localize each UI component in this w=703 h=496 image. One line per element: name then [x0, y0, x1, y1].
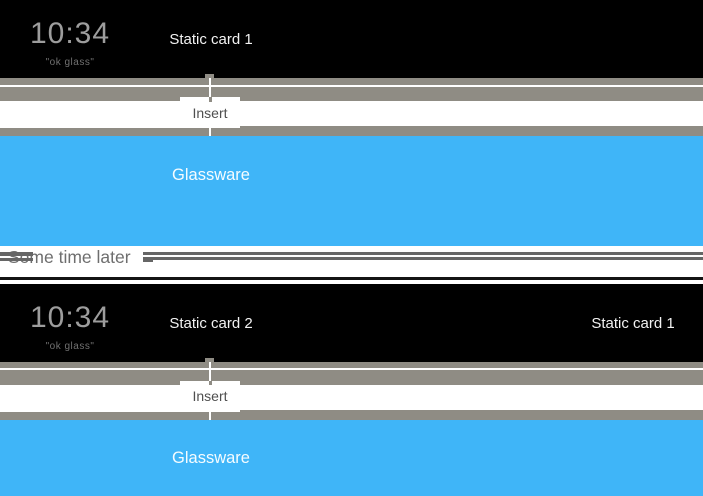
glassware-label: Glassware: [172, 449, 250, 467]
timeline-bar: [0, 86, 703, 101]
card-gap-notch: [208, 86, 211, 97]
card-gap-tick: [208, 380, 212, 385]
card-gap-tick: [205, 74, 214, 78]
separator-line-tick: [143, 259, 153, 262]
card-gap-notch: [208, 361, 211, 368]
separator-right-line: [143, 256, 703, 260]
timeline-bar-right: [211, 126, 703, 136]
separator-left-stub: [0, 252, 33, 256]
insert-label: Insert: [192, 388, 228, 404]
glassware-card: [0, 136, 703, 246]
timeline-bar-left: [0, 411, 209, 420]
insert-label: Insert: [192, 104, 228, 121]
some-time-later-label: Some time later: [8, 246, 131, 267]
timeline-bar: [0, 370, 703, 385]
ok-glass-hint: "ok glass": [45, 57, 95, 68]
separator-left-stub: [0, 257, 33, 261]
clock-time: 10:34: [29, 300, 111, 334]
static-card-2-label: Static card 2: [169, 314, 253, 332]
glassware-card: [0, 419, 703, 496]
timeline-bar-left: [0, 128, 209, 136]
timeline-strip-before: 10:34 "ok glass": [0, 0, 703, 78]
timeline-bar-right: [211, 409, 703, 420]
ok-glass-hint: "ok glass": [45, 340, 95, 352]
clock-time: 10:34: [29, 17, 111, 50]
static-card-1-label: Static card 1: [169, 31, 253, 48]
glassware-label: Glassware: [172, 165, 250, 184]
timeline-bar: [0, 361, 703, 368]
static-card-1-label: Static card 1: [591, 315, 675, 332]
timeline-strip-after: 10:34 "ok glass": [0, 283, 703, 362]
insert-label-box: Insert: [180, 97, 240, 128]
separator-right-line: [143, 252, 703, 255]
card-gap-tick: [205, 357, 214, 362]
card-gap-notch: [208, 78, 211, 85]
clock-card: 10:34 "ok glass": [20, 300, 120, 352]
timeline-bar: [0, 78, 703, 85]
insert-label-box: Insert: [180, 380, 240, 412]
card-gap-notch: [208, 370, 211, 381]
card-gap-tick: [208, 97, 212, 102]
clock-card: 10:34 "ok glass": [20, 17, 120, 69]
timeline-top-edge: [0, 277, 703, 280]
